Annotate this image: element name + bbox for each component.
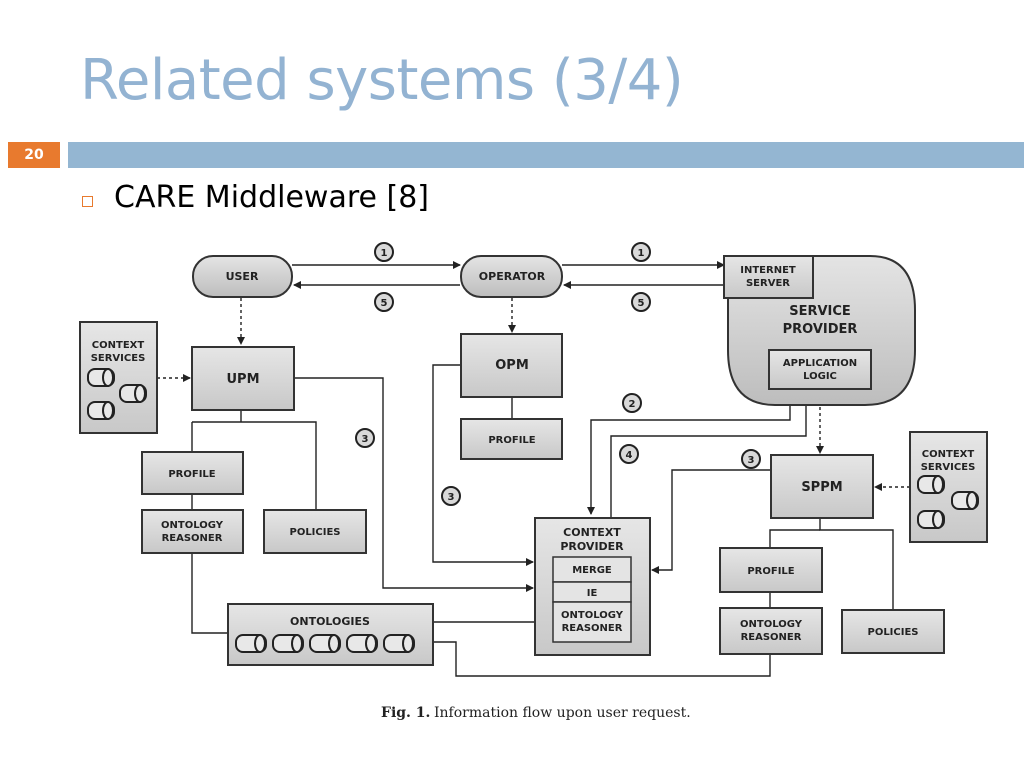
svg-text:SERVER: SERVER [746, 278, 790, 289]
page-number: 20 [8, 142, 60, 168]
context-provider-node: CONTEXT PROVIDER MERGE IE ONTOLOGY REASO… [534, 517, 651, 656]
sppm-node: SPPM [770, 454, 874, 519]
operator-node: OPERATOR [460, 255, 563, 298]
svg-text:MERGE: MERGE [572, 565, 612, 576]
svg-text:ONTOLOGY: ONTOLOGY [740, 619, 803, 630]
svg-text:2: 2 [629, 399, 636, 410]
profile-upm-node: PROFILE [141, 451, 244, 495]
figure-caption-label: Fig. 1. [381, 705, 430, 721]
svg-text:LOGIC: LOGIC [803, 371, 837, 382]
step-marker: 1 [631, 242, 651, 262]
bullet-text: CARE Middleware [8] [114, 180, 429, 215]
profile-opm-node: PROFILE [460, 418, 563, 460]
edge-opm-cp [432, 364, 534, 566]
svg-text:PROFILE: PROFILE [747, 566, 794, 577]
svg-text:IE: IE [587, 588, 598, 599]
svg-text:PROFILE: PROFILE [168, 469, 215, 480]
user-node: USER [192, 255, 293, 298]
svg-text:SERVICES: SERVICES [91, 353, 146, 364]
step-marker: 2 [622, 393, 642, 413]
svg-text:POLICIES: POLICIES [289, 527, 340, 538]
edge-upm-cp [294, 377, 534, 592]
step-marker: 3 [441, 486, 461, 506]
svg-text:CONTEXT: CONTEXT [563, 526, 621, 539]
svg-text:5: 5 [638, 298, 645, 309]
svg-text:3: 3 [362, 434, 369, 445]
svg-text:ONTOLOGIES: ONTOLOGIES [290, 615, 370, 628]
database-icon [917, 475, 979, 529]
title-rule-bar [68, 142, 1024, 168]
ontology-reasoner-sppm-node: ONTOLOGY REASONER [719, 607, 823, 655]
svg-text:OPM: OPM [495, 358, 529, 373]
svg-text:SERVICE: SERVICE [789, 304, 851, 319]
svg-text:USER: USER [226, 270, 259, 283]
internet-server-node: INTERNET SERVER [723, 255, 814, 299]
svg-text:1: 1 [381, 248, 388, 259]
slide-title: Related systems (3/4) [80, 48, 684, 113]
policies-upm-node: POLICIES [263, 509, 367, 554]
svg-text:SERVICES: SERVICES [921, 462, 976, 473]
policies-sppm-node: POLICIES [841, 609, 945, 654]
merge-node [552, 556, 632, 583]
figure-caption-text: Information flow upon user request. [434, 705, 691, 721]
database-icon [87, 368, 147, 420]
svg-text:APPLICATION: APPLICATION [783, 358, 857, 369]
application-logic-node: APPLICATION LOGIC [768, 349, 872, 390]
svg-text:INTERNET: INTERNET [740, 265, 796, 276]
svg-text:OPERATOR: OPERATOR [479, 270, 546, 283]
svg-text:CONTEXT: CONTEXT [922, 449, 975, 460]
upm-node: UPM [191, 346, 295, 411]
edge-reasoner-ontologies [191, 553, 228, 634]
step-marker: 5 [631, 292, 651, 312]
svg-text:PROVIDER: PROVIDER [783, 322, 858, 337]
svg-text:REASONER: REASONER [741, 632, 802, 643]
svg-text:CONTEXT: CONTEXT [92, 340, 145, 351]
edge-sppm-cp [651, 469, 771, 574]
svg-text:REASONER: REASONER [162, 533, 223, 544]
edge-sppm-policies [819, 518, 894, 610]
svg-text:ONTOLOGY: ONTOLOGY [161, 520, 224, 531]
context-services-left-node: CONTEXT SERVICES [79, 321, 158, 434]
database-icon [235, 634, 415, 653]
step-marker: 1 [374, 242, 394, 262]
svg-text:5: 5 [381, 298, 388, 309]
svg-text:3: 3 [448, 492, 455, 503]
svg-text:1: 1 [638, 248, 645, 259]
edge-cp-applogic [610, 390, 810, 518]
opm-node: OPM [460, 333, 563, 398]
edge-upm-policies [192, 421, 317, 510]
ontologies-node: ONTOLOGIES [227, 603, 434, 666]
svg-text:4: 4 [626, 450, 633, 461]
svg-text:PROFILE: PROFILE [488, 435, 535, 446]
step-marker: 3 [741, 449, 761, 469]
svg-text:3: 3 [748, 455, 755, 466]
svg-text:ONTOLOGY: ONTOLOGY [561, 610, 624, 621]
svg-text:SPPM: SPPM [801, 480, 842, 495]
svg-text:PROVIDER: PROVIDER [560, 540, 624, 553]
edge-ontologies-sppm-reasoner [433, 641, 771, 677]
bullet-square-icon [82, 196, 93, 207]
svg-text:REASONER: REASONER [562, 623, 623, 634]
step-marker: 4 [619, 444, 639, 464]
edge-sppm-profile [769, 529, 820, 548]
context-services-right-node: CONTEXT SERVICES [909, 431, 988, 543]
svg-text:UPM: UPM [226, 372, 259, 387]
step-marker: 3 [355, 428, 375, 448]
profile-sppm-node: PROFILE [719, 547, 823, 593]
step-marker: 5 [374, 292, 394, 312]
ontology-reasoner-cp-node [552, 601, 632, 643]
ontology-reasoner-upm-node: ONTOLOGY REASONER [141, 509, 244, 554]
svg-text:POLICIES: POLICIES [867, 627, 918, 638]
